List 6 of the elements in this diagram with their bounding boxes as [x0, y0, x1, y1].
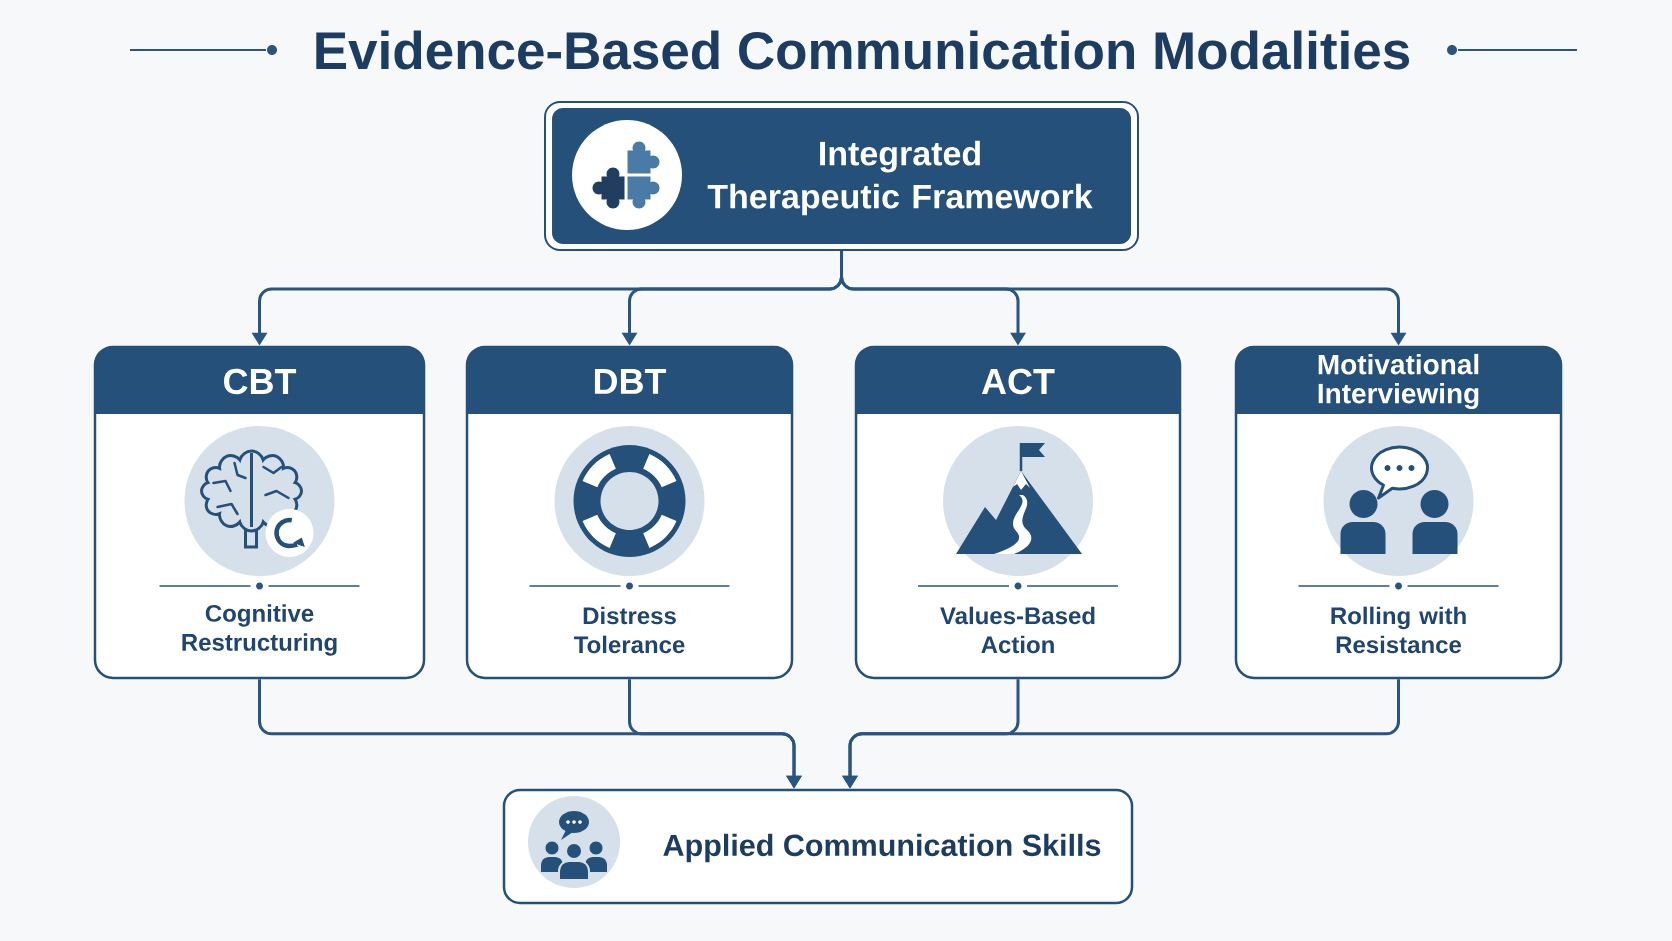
- card-header: ACT: [856, 347, 1180, 414]
- card-header: CBT: [95, 347, 424, 414]
- title: Evidence-Based Communication Modalities: [316, 30, 1410, 70]
- result-box: Applied Communication Skills: [502, 788, 1134, 905]
- card-header: DBT: [467, 347, 792, 414]
- card-header: Motivational Interviewing: [1236, 347, 1561, 414]
